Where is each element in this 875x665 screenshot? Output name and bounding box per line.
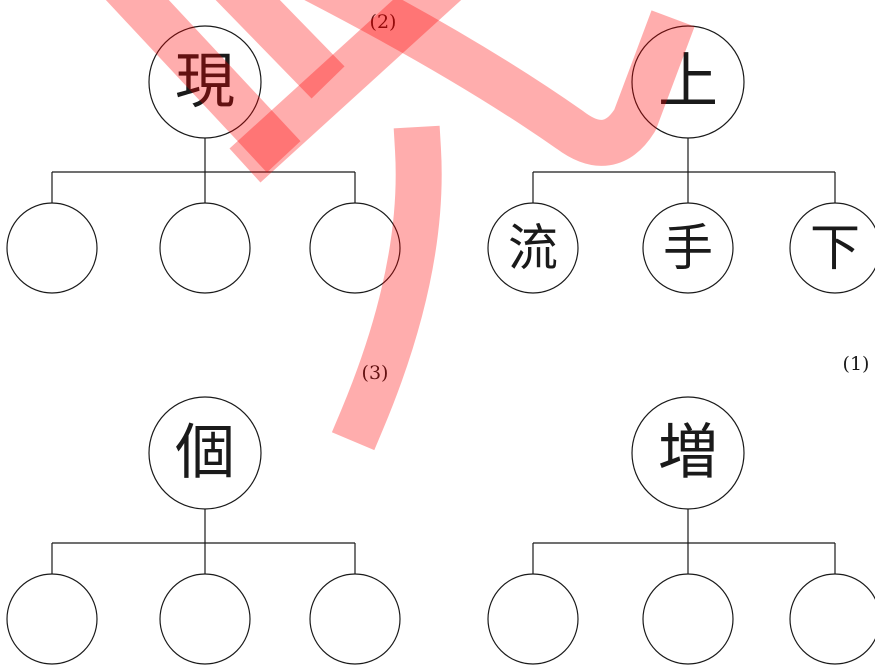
child-circle-empty[interactable] [159, 573, 251, 665]
tree-top-right: 上 流 手 下 [487, 25, 875, 294]
child-circle-empty[interactable] [487, 573, 579, 665]
child-circle-empty[interactable] [642, 573, 734, 665]
root-circle [631, 25, 745, 139]
child-kanji: 下 [810, 219, 860, 277]
child-circle-empty[interactable] [789, 573, 875, 665]
problem-label: (2) [370, 11, 397, 33]
child-circle-empty[interactable] [309, 573, 401, 665]
tree-connector [51, 126, 356, 206]
root-kanji: 個 [175, 418, 235, 488]
child-circle-empty[interactable] [309, 202, 401, 294]
root-kanji: 現 [175, 47, 235, 117]
root-kanji: 増 [658, 418, 718, 488]
tree-connector [51, 497, 356, 577]
tree-bottom-left: 個 [6, 396, 401, 665]
child-circle-empty[interactable] [6, 573, 98, 665]
red-brush-stamp-icon [105, 0, 695, 451]
root-circle [148, 25, 262, 139]
child-circle[interactable] [789, 202, 875, 294]
root-circle [631, 396, 745, 510]
child-circle[interactable] [487, 202, 579, 294]
child-kanji: 手 [663, 219, 713, 277]
root-kanji: 上 [658, 47, 718, 117]
problem-label: (1) [843, 353, 870, 375]
child-circle[interactable] [642, 202, 734, 294]
problem-label: (3) [362, 362, 389, 384]
tree-bottom-right: 増 [487, 396, 875, 665]
tree-connector [532, 126, 836, 206]
child-kanji: 流 [508, 219, 558, 277]
root-circle [148, 396, 262, 510]
child-circle-empty[interactable] [6, 202, 98, 294]
tree-top-left: 現 [6, 25, 401, 294]
tree-connector [532, 497, 836, 577]
child-circle-empty[interactable] [159, 202, 251, 294]
